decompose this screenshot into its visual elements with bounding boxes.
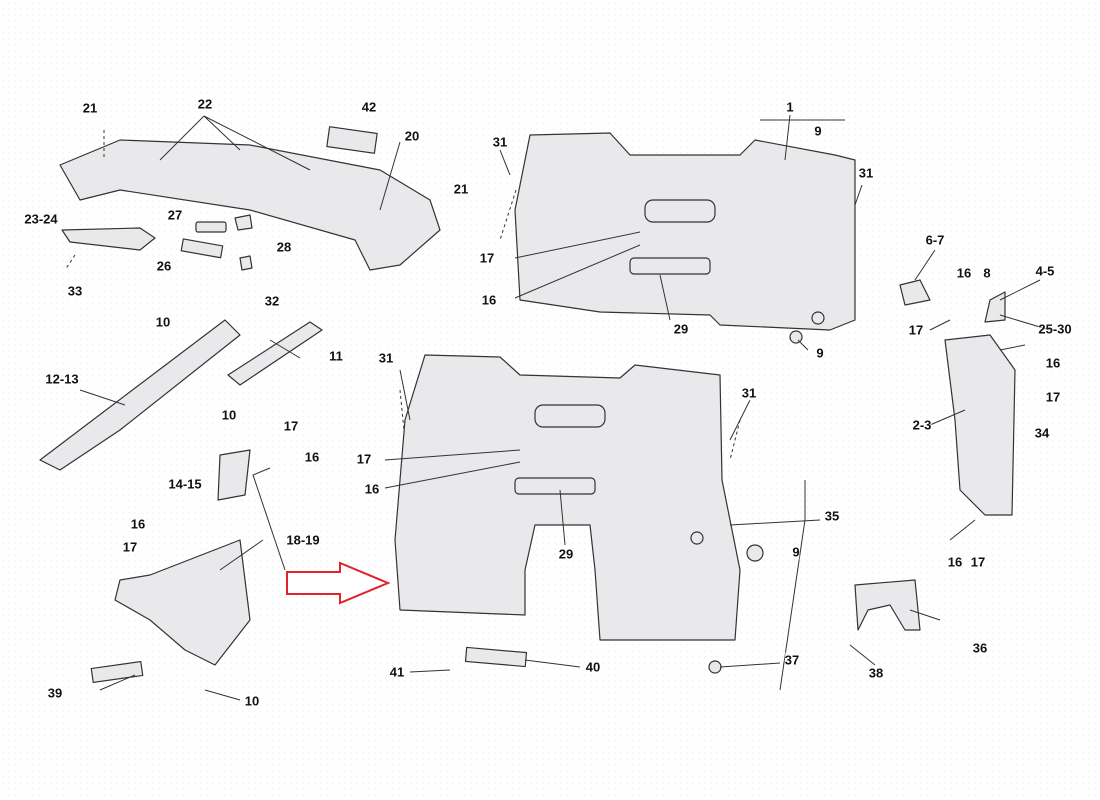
callout: 31 [378,350,394,366]
part-9-main [690,531,704,545]
callout: 39 [47,685,63,701]
callout: 29 [558,546,574,562]
part-4-5 [984,291,1006,323]
part-18-19 [114,539,251,666]
callout: 31 [492,134,508,150]
callout: 17 [356,451,372,467]
callout: 36 [972,640,988,656]
handle-recess-main [534,404,606,428]
callout: 21 [453,181,469,197]
callout: 25-30 [1038,321,1072,337]
part-37 [708,660,722,674]
callout: 16 [1045,355,1061,371]
callout: 16 [130,516,146,532]
callout: 16 [304,449,320,465]
part-42 [326,126,378,154]
callout: 4-5 [1035,263,1055,279]
callout: 34 [1034,425,1050,441]
callout: 17 [908,322,924,338]
switch-panel-upper [629,257,711,275]
callout: 32 [264,293,280,309]
callout: 16 [364,481,380,497]
callout: 2-3 [912,417,932,433]
callout: 26 [156,258,172,274]
part-32 [239,255,253,271]
part-40 [464,646,528,668]
callout: 14-15 [168,476,202,492]
part-14-15 [217,449,251,501]
part-9-upper [811,311,825,325]
callout: 17 [122,539,138,555]
callout: 33 [67,283,83,299]
callout: 9 [814,123,822,139]
callout: 17 [283,418,299,434]
callout: 23-24 [24,211,58,227]
parcel-shelf [59,139,441,271]
part-12-13 [39,319,241,471]
callout: 9 [816,345,824,361]
callout: 22 [197,96,213,112]
callout: 10 [244,693,260,709]
red-arrow [286,561,391,605]
part-9b [789,330,803,344]
callout: 20 [404,128,420,144]
callout: 27 [167,207,183,223]
callout: 35 [824,508,840,524]
callout: 42 [361,99,377,115]
part-39 [90,660,144,684]
callout: 9 [792,544,800,560]
callout: 29 [673,321,689,337]
callout: 16 [947,554,963,570]
callout: 37 [784,652,800,668]
callout: 41 [389,664,405,680]
switch-panel-main [514,477,596,495]
callout: 38 [868,665,884,681]
callout: 17 [479,250,495,266]
rear-panel-main [394,354,741,641]
callout: 6-7 [925,232,945,248]
rear-panel-upper [514,132,856,331]
part-26 [180,238,224,259]
handle-recess-upper [644,199,716,223]
callout: 40 [585,659,601,675]
callout: 16 [481,292,497,308]
callout: 17 [970,554,986,570]
part-27 [195,221,227,233]
part-6-7 [899,279,931,306]
callout: 1 [786,99,794,115]
part-36 [854,579,921,631]
callout: 28 [276,239,292,255]
callout: 21 [82,100,98,116]
callout: 16 [956,265,972,281]
callout: 10 [221,407,237,423]
callout: 18-19 [286,532,320,548]
part-2-3 [944,334,1016,516]
part-11 [227,321,323,386]
part-28 [234,214,253,231]
callout: 17 [1045,389,1061,405]
callout: 31 [858,165,874,181]
part-23-24 [61,227,156,251]
callout: 31 [741,385,757,401]
part-9-loose [746,544,764,562]
callout: 8 [983,265,991,281]
callout: 11 [329,348,343,364]
callout: 10 [155,314,171,330]
leader-lines [64,114,1051,701]
callout: 12-13 [45,371,79,387]
